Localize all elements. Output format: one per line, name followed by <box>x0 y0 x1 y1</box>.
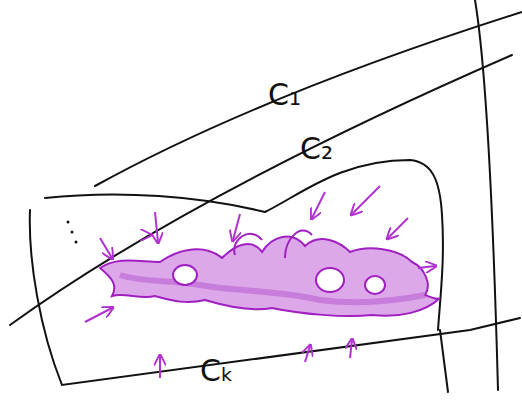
curve-ck-right <box>440 330 448 392</box>
curve-c2 <box>10 55 512 325</box>
ellipsis-dots <box>67 221 78 244</box>
purple-blob <box>100 231 440 316</box>
right-curve <box>475 0 498 390</box>
curve-ck-top <box>45 160 443 330</box>
curves <box>10 0 522 392</box>
inward-arrows <box>85 186 435 378</box>
curve-label: Cₖ <box>200 356 234 386</box>
curve-ck-bottom <box>30 210 520 385</box>
curve-c1 <box>95 12 522 186</box>
curve-label: C₁ <box>268 80 301 110</box>
curve-label: C₂ <box>300 134 333 164</box>
